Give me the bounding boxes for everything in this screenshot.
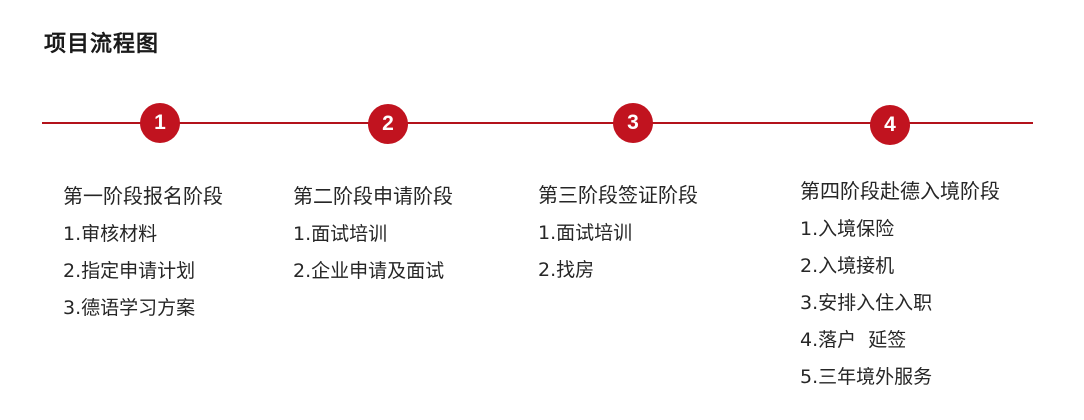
step-marker-3: 3 [613, 103, 653, 143]
step-marker-4: 4 [870, 105, 910, 145]
stage-title: 第四阶段赴德入境阶段 [800, 179, 1000, 203]
stage-item-list: 1.面试培训 2.企业申请及面试 [293, 221, 453, 295]
stage-item: 2.指定申请计划 [63, 260, 196, 282]
stage-item-list: 1.审核材料 2.指定申请计划 3.德语学习方案 [63, 221, 223, 332]
stage-item: 3.安排入住入职 [800, 292, 933, 314]
stage-item: 1.面试培训 [538, 222, 633, 244]
stage-item: 1.面试培训 [293, 223, 388, 245]
stage-1: 第一阶段报名阶段 1.审核材料 2.指定申请计划 3.德语学习方案 [63, 180, 223, 332]
stage-item-list: 1.入境保险 2.入境接机 3.安排入住入职 4.落户 延签 5.三年境外服务 [800, 216, 1000, 401]
stage-item: 2.入境接机 [800, 255, 895, 277]
stage-title: 第三阶段签证阶段 [538, 183, 698, 207]
stage-4: 第四阶段赴德入境阶段 1.入境保险 2.入境接机 3.安排入住入职 4.落户 延… [800, 175, 1000, 401]
stage-item: 2.找房 [538, 259, 595, 281]
stage-item: 1.审核材料 [63, 223, 158, 245]
stage-title: 第一阶段报名阶段 [63, 184, 223, 208]
stage-item: 4.落户 延签 [800, 329, 907, 351]
step-marker-2: 2 [368, 104, 408, 144]
stage-3: 第三阶段签证阶段 1.面试培训 2.找房 [538, 179, 698, 294]
stage-2: 第二阶段申请阶段 1.面试培训 2.企业申请及面试 [293, 180, 453, 295]
stage-title: 第二阶段申请阶段 [293, 184, 453, 208]
page-title: 项目流程图 [44, 32, 160, 57]
stage-item: 1.入境保险 [800, 218, 895, 240]
stage-item: 2.企业申请及面试 [293, 260, 445, 282]
timeline-line [42, 122, 1033, 124]
stage-item-list: 1.面试培训 2.找房 [538, 220, 698, 294]
stage-item: 3.德语学习方案 [63, 297, 196, 319]
stage-item: 5.三年境外服务 [800, 366, 933, 388]
step-marker-1: 1 [140, 103, 180, 143]
